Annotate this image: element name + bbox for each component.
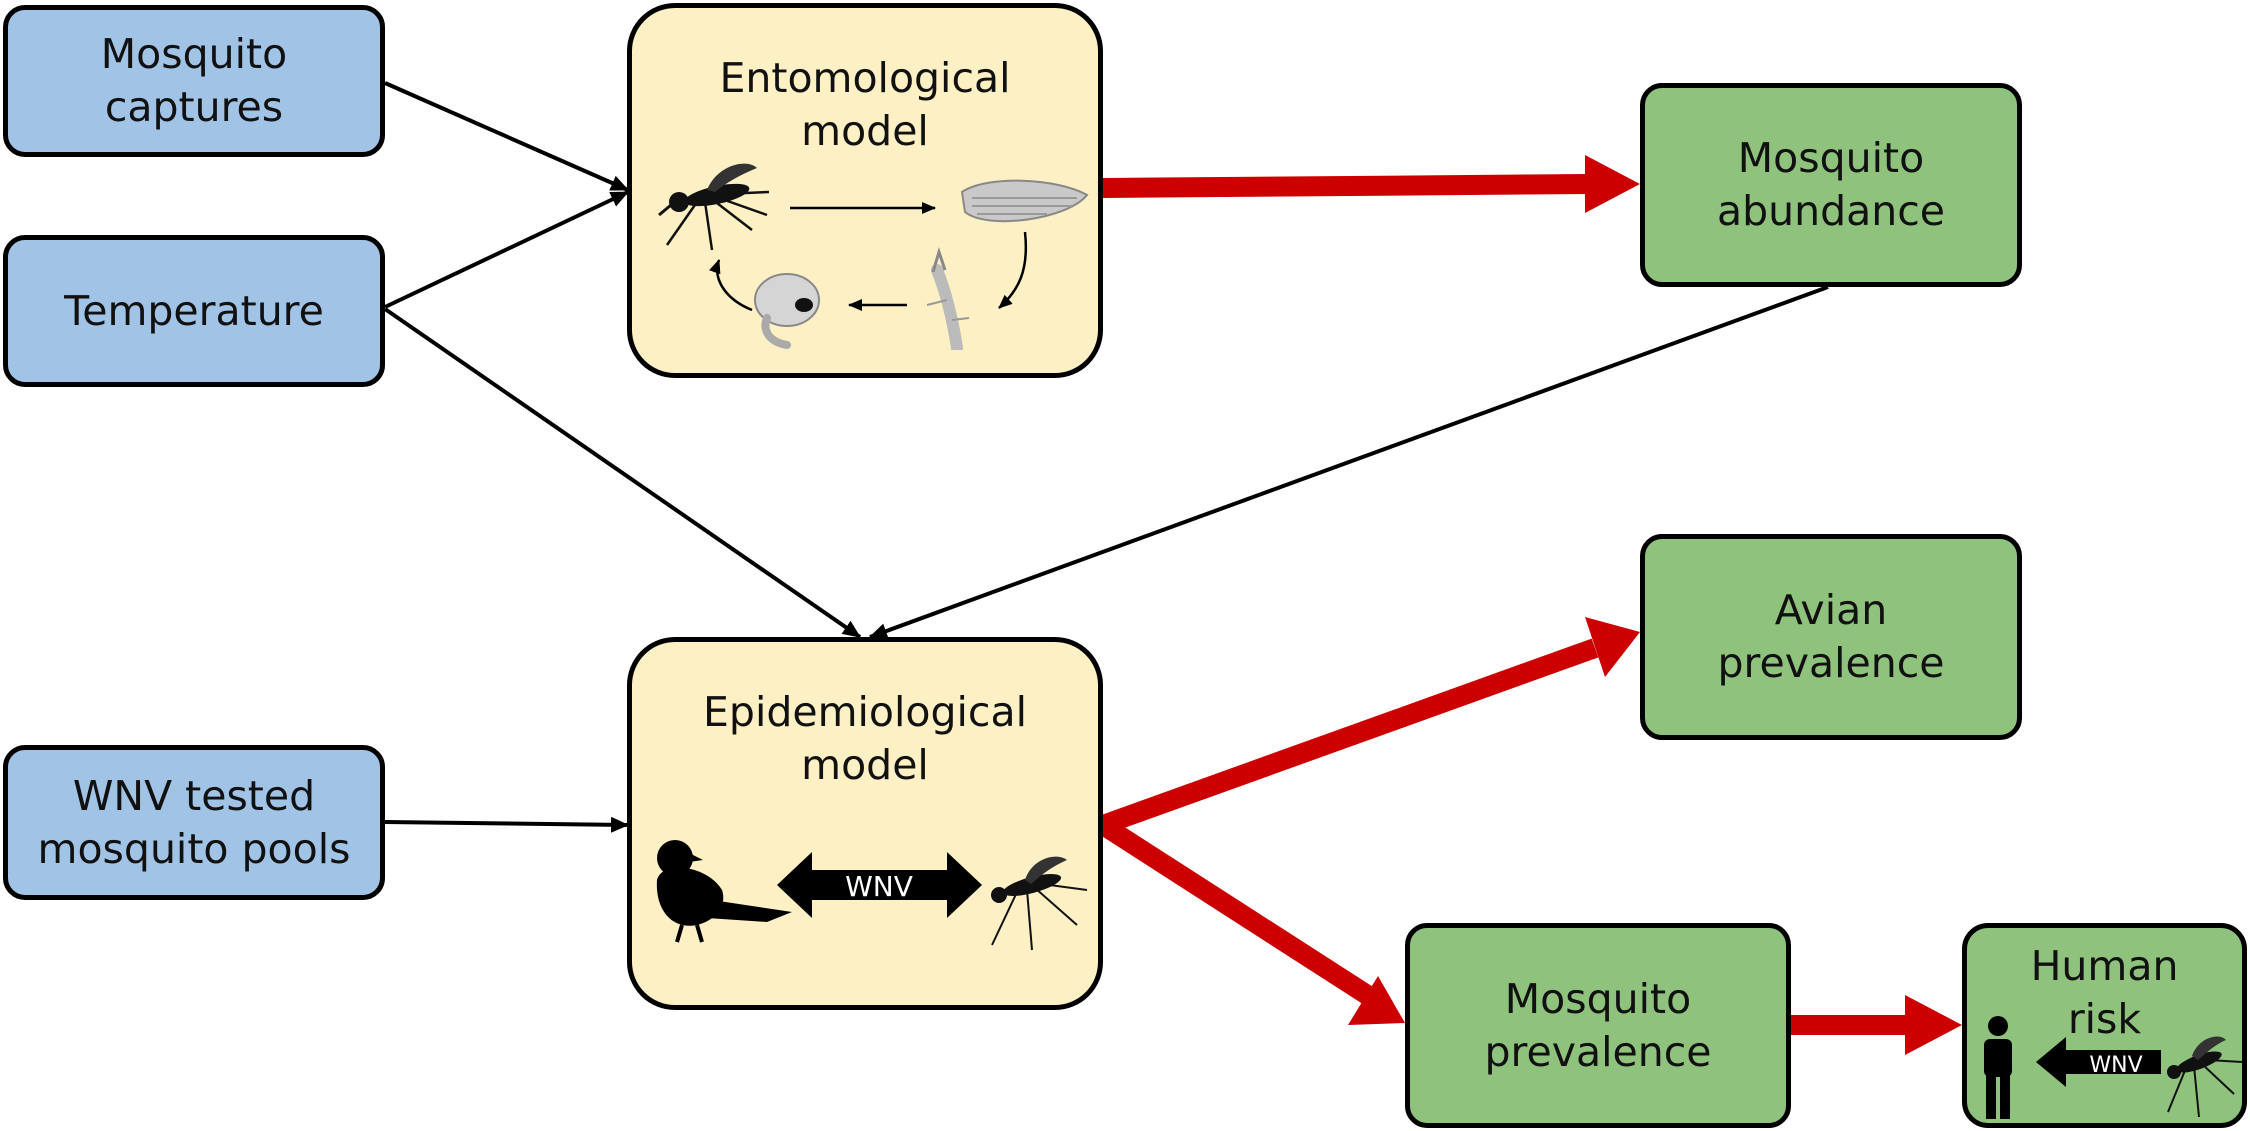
mosquito-icon — [2167, 1036, 2243, 1118]
pupa-icon — [754, 273, 820, 349]
mosquito-captures-label: Mosquito captures — [100, 30, 288, 131]
avian-prevalence-label: Avian prevalence — [1717, 586, 1945, 687]
arrow-temperature-to-epidemiological — [383, 307, 862, 639]
mosquito-abundance-box: Mosquito abundance — [1640, 83, 2022, 287]
arrow-pools-to-epidemiological — [384, 816, 629, 833]
wnv-tested-pools-label: WNV tested mosquito pools — [37, 771, 351, 873]
human-risk-label: Human risk — [2030, 942, 2179, 1043]
arrow-epidemiological-to-mosquito-prevalence — [1097, 816, 1405, 1025]
arrow-abundance-to-epidemiological — [869, 285, 1829, 639]
arrow-captures-to-entomological — [384, 81, 629, 192]
avian-prevalence-box: Avian prevalence — [1640, 534, 2022, 740]
wnv-tested-pools-box: WNV tested mosquito pools — [3, 745, 385, 900]
human-icon — [1984, 1016, 2012, 1119]
arrow-prevalence-to-human-risk — [1791, 995, 1962, 1055]
mosquito-prevalence-box: Mosquito prevalence — [1405, 923, 1791, 1128]
wnv-transmission-arrow: WNV — [777, 852, 982, 918]
arrow-temperature-to-entomological — [384, 190, 629, 309]
mosquito-icon — [991, 856, 1088, 951]
mosquito-icon — [658, 163, 770, 251]
human-wnv-label: WNV — [2089, 1053, 2142, 1078]
egg-raft-icon — [960, 179, 1089, 223]
bird-icon — [656, 840, 792, 943]
mosquito-prevalence-label: Mosquito prevalence — [1484, 974, 1712, 1076]
mosquito-abundance-label: Mosquito abundance — [1716, 134, 1946, 235]
wnv-to-human-arrow: WNV — [2036, 1037, 2161, 1087]
bird-mosquito-transmission: WNV — [656, 840, 1088, 951]
temperature-label: Temperature — [64, 286, 324, 335]
wnv-label: WNV — [845, 870, 913, 903]
epidemiological-model-label: Epidemiological model — [703, 688, 1027, 789]
epidemiological-model-box: Epidemiological model — [627, 637, 1103, 1010]
arrow-epidemiological-to-avian — [1099, 617, 1640, 835]
entomological-model-label: Entomological model — [719, 54, 1011, 155]
mosquito-captures-box: Mosquito captures — [3, 5, 385, 157]
mosquito-life-cycle — [658, 163, 1089, 350]
human-mosquito-transmission: WNV — [1984, 1016, 2243, 1119]
temperature-box: Temperature — [3, 235, 385, 387]
arrow-entomological-to-abundance — [1102, 155, 1640, 213]
larva-icon — [926, 247, 970, 350]
